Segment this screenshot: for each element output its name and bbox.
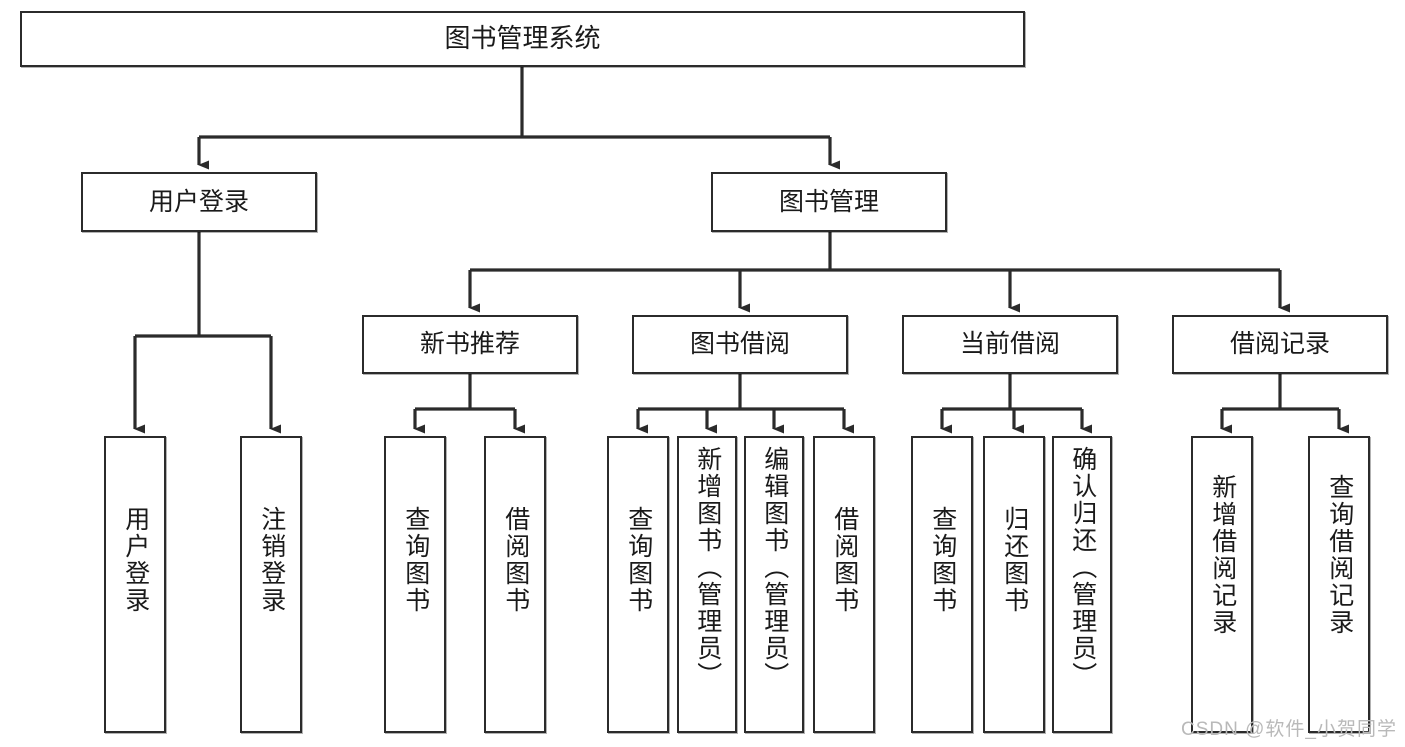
node-user-login[interactable]: 用户登录 <box>81 172 317 232</box>
node-leaf-user-login[interactable]: 用户登录 <box>104 436 166 733</box>
node-book-borrow-label: 图书借阅 <box>689 330 790 359</box>
node-new-book-recommend-label: 新书推荐 <box>419 330 520 359</box>
node-current-borrow-label: 当前借阅 <box>959 330 1060 359</box>
node-new-book-recommend[interactable]: 新书推荐 <box>362 315 578 374</box>
node-leaf-user-login-label: 用户登录 <box>121 506 150 614</box>
csdn-watermark: CSDN @软件_小贺同学 <box>1181 719 1397 740</box>
node-book-management-label: 图书管理 <box>778 187 879 216</box>
node-current-borrow[interactable]: 当前借阅 <box>902 315 1118 374</box>
node-leaf-query-book-borrow-label: 查询图书 <box>624 506 653 614</box>
node-leaf-borrow-book-recommend-label: 借阅图书 <box>501 506 530 614</box>
node-leaf-add-book[interactable]: 新增图书（管理员） <box>677 436 737 733</box>
node-leaf-query-book-current[interactable]: 查询图书 <box>911 436 973 733</box>
connectors <box>133 67 1349 434</box>
node-leaf-query-book-current-label: 查询图书 <box>928 506 957 614</box>
node-leaf-query-borrow-record[interactable]: 查询借阅记录 <box>1308 436 1370 733</box>
node-leaf-edit-book[interactable]: 编辑图书（管理员） <box>744 436 804 733</box>
node-leaf-borrow-book[interactable]: 借阅图书 <box>813 436 875 733</box>
node-leaf-borrow-book-label: 借阅图书 <box>830 506 859 614</box>
node-leaf-add-book-label: 新增图书（管理员） <box>693 446 722 689</box>
node-leaf-return-book-label: 归还图书 <box>1000 506 1029 614</box>
node-user-login-label: 用户登录 <box>148 187 249 216</box>
node-leaf-query-book-recommend[interactable]: 查询图书 <box>384 436 446 733</box>
node-leaf-add-borrow-record[interactable]: 新增借阅记录 <box>1191 436 1253 733</box>
node-leaf-edit-book-label: 编辑图书（管理员） <box>760 446 789 689</box>
node-book-borrow[interactable]: 图书借阅 <box>632 315 848 374</box>
node-root-system[interactable]: 图书管理系统 <box>20 11 1025 67</box>
node-leaf-logout[interactable]: 注销登录 <box>240 436 302 733</box>
node-leaf-query-book-borrow[interactable]: 查询图书 <box>607 436 669 733</box>
node-borrow-record-label: 借阅记录 <box>1229 330 1330 359</box>
node-leaf-return-book[interactable]: 归还图书 <box>983 436 1045 733</box>
node-leaf-query-borrow-record-label: 查询借阅记录 <box>1325 474 1354 636</box>
node-leaf-logout-label: 注销登录 <box>257 506 286 614</box>
node-leaf-confirm-return[interactable]: 确认归还（管理员） <box>1052 436 1112 733</box>
node-root-system-label: 图书管理系统 <box>444 23 601 54</box>
node-book-management[interactable]: 图书管理 <box>711 172 947 232</box>
node-leaf-confirm-return-label: 确认归还（管理员） <box>1068 446 1097 689</box>
node-leaf-borrow-book-recommend[interactable]: 借阅图书 <box>484 436 546 733</box>
node-leaf-query-book-recommend-label: 查询图书 <box>401 506 430 614</box>
node-leaf-add-borrow-record-label: 新增借阅记录 <box>1208 474 1237 636</box>
node-borrow-record[interactable]: 借阅记录 <box>1172 315 1388 374</box>
